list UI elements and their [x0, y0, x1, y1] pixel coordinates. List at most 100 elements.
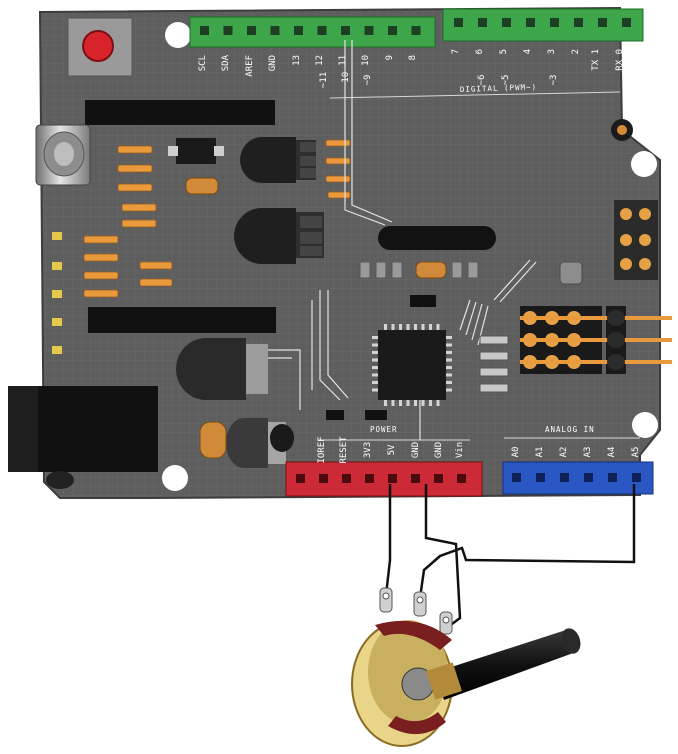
pot-resistive-element: [375, 620, 452, 650]
chip-pin: [384, 400, 387, 406]
power-pin-label: IOREF: [317, 436, 327, 463]
power-pin-label: RESET: [339, 436, 349, 464]
chip-pin: [421, 324, 425, 330]
header-hole: [560, 473, 569, 482]
power-pin-label: 5V: [387, 444, 397, 455]
chip-pin: [414, 324, 417, 330]
header-strip: [88, 307, 276, 333]
power-header: [285, 461, 483, 497]
wire-5v: [384, 484, 392, 596]
chip-pin: [446, 351, 452, 354]
jumper-wires: [384, 484, 636, 631]
chip-pin: [391, 400, 395, 406]
chip-pin: [372, 388, 378, 392]
chip-pin: [429, 400, 432, 406]
digital-header-rule: [329, 91, 621, 99]
pot-resistive-element: [388, 712, 446, 735]
analog-pin-label: A1: [535, 447, 545, 458]
digital-pin-label: 11: [338, 55, 348, 66]
header-hole: [512, 473, 521, 482]
potentiometer: [351, 587, 581, 747]
analog-pin-label: A2: [559, 447, 569, 458]
power-header-title: POWER: [370, 425, 398, 434]
digital-pwm-label: ~11: [319, 72, 329, 88]
digital-pin-label: 3: [547, 49, 557, 54]
header-strip: [85, 100, 275, 125]
header-hole: [574, 18, 583, 27]
mounting-hole: [165, 22, 191, 48]
header-hole: [598, 18, 607, 27]
capacitor: [176, 338, 268, 400]
chip-pin: [372, 373, 378, 377]
power-pin-label: 3V3: [363, 442, 373, 458]
regulator: [234, 208, 324, 264]
chip-pin: [421, 400, 425, 406]
ground-post: [617, 125, 627, 135]
chip-pin: [446, 358, 452, 362]
analog-header-title: ANALOG IN: [545, 425, 595, 434]
header-hole: [270, 26, 280, 35]
chip-pin: [399, 324, 402, 330]
capacitor: [226, 418, 294, 468]
dc-barrel-jack: [8, 386, 158, 489]
chip-pin: [406, 324, 410, 330]
header-hole: [223, 26, 233, 35]
chip-pin: [414, 400, 417, 406]
smd-capacitor: [185, 177, 219, 195]
smd-part: [559, 261, 583, 285]
digital-pin-label: RX 0: [615, 49, 625, 71]
reset-button: [67, 17, 133, 77]
regulator: [240, 137, 316, 183]
header-hole: [454, 18, 463, 27]
usb-connector: [35, 124, 91, 186]
header-hole: [200, 26, 209, 35]
power-pin-label: GND: [434, 442, 444, 458]
digital-pin-label: 12: [315, 55, 325, 66]
wire-gnd: [424, 484, 462, 631]
header-hole: [622, 18, 631, 27]
smd-resistor-array: [479, 335, 509, 393]
header-hole: [319, 474, 328, 483]
power-pin-label: GND: [411, 442, 421, 458]
chip-pin: [372, 366, 378, 369]
digital-pin-label: 10: [361, 55, 371, 66]
chip-pin: [372, 336, 378, 339]
smd-part: [326, 410, 344, 420]
digital-pin-label: AREF: [245, 55, 255, 77]
header-hole: [341, 26, 350, 35]
smd-chip: [410, 295, 436, 307]
chip-pin: [446, 336, 452, 339]
header-hole: [411, 474, 420, 483]
power-pin-label: Vin: [455, 442, 465, 458]
icsp-header: [520, 306, 672, 374]
power-pin-labels: IOREF RESET 3V3 5V GND GND Vin: [317, 436, 465, 464]
smd-capacitor: [415, 261, 447, 279]
digital-pin-label: 6: [475, 49, 485, 54]
header-hole: [584, 473, 593, 482]
header-hole: [317, 26, 327, 35]
chip-pin: [372, 358, 378, 362]
left-pads: [52, 232, 62, 354]
smd-capacitor: [199, 421, 227, 459]
digital-pin-label: 2: [571, 49, 581, 54]
header-hole: [632, 473, 641, 482]
chip-pin: [391, 324, 395, 330]
chip-pin: [399, 400, 402, 406]
wire-a5: [418, 484, 636, 599]
header-hole: [388, 474, 397, 483]
analog-header: [502, 461, 654, 495]
digital-pin-label: 13: [292, 55, 302, 66]
smd-row: [359, 261, 479, 279]
analog-pin-label: A5: [631, 447, 641, 458]
header-hole: [294, 26, 303, 35]
digital-pin-label: GND: [268, 55, 278, 71]
digital-pin-label: 7: [451, 49, 461, 54]
mounting-hole: [631, 151, 657, 177]
microcontroller-chip: [372, 324, 452, 406]
pot-shaft: [436, 630, 576, 700]
header-hole: [342, 474, 351, 483]
digital-pwm-label: ~5: [501, 75, 511, 86]
